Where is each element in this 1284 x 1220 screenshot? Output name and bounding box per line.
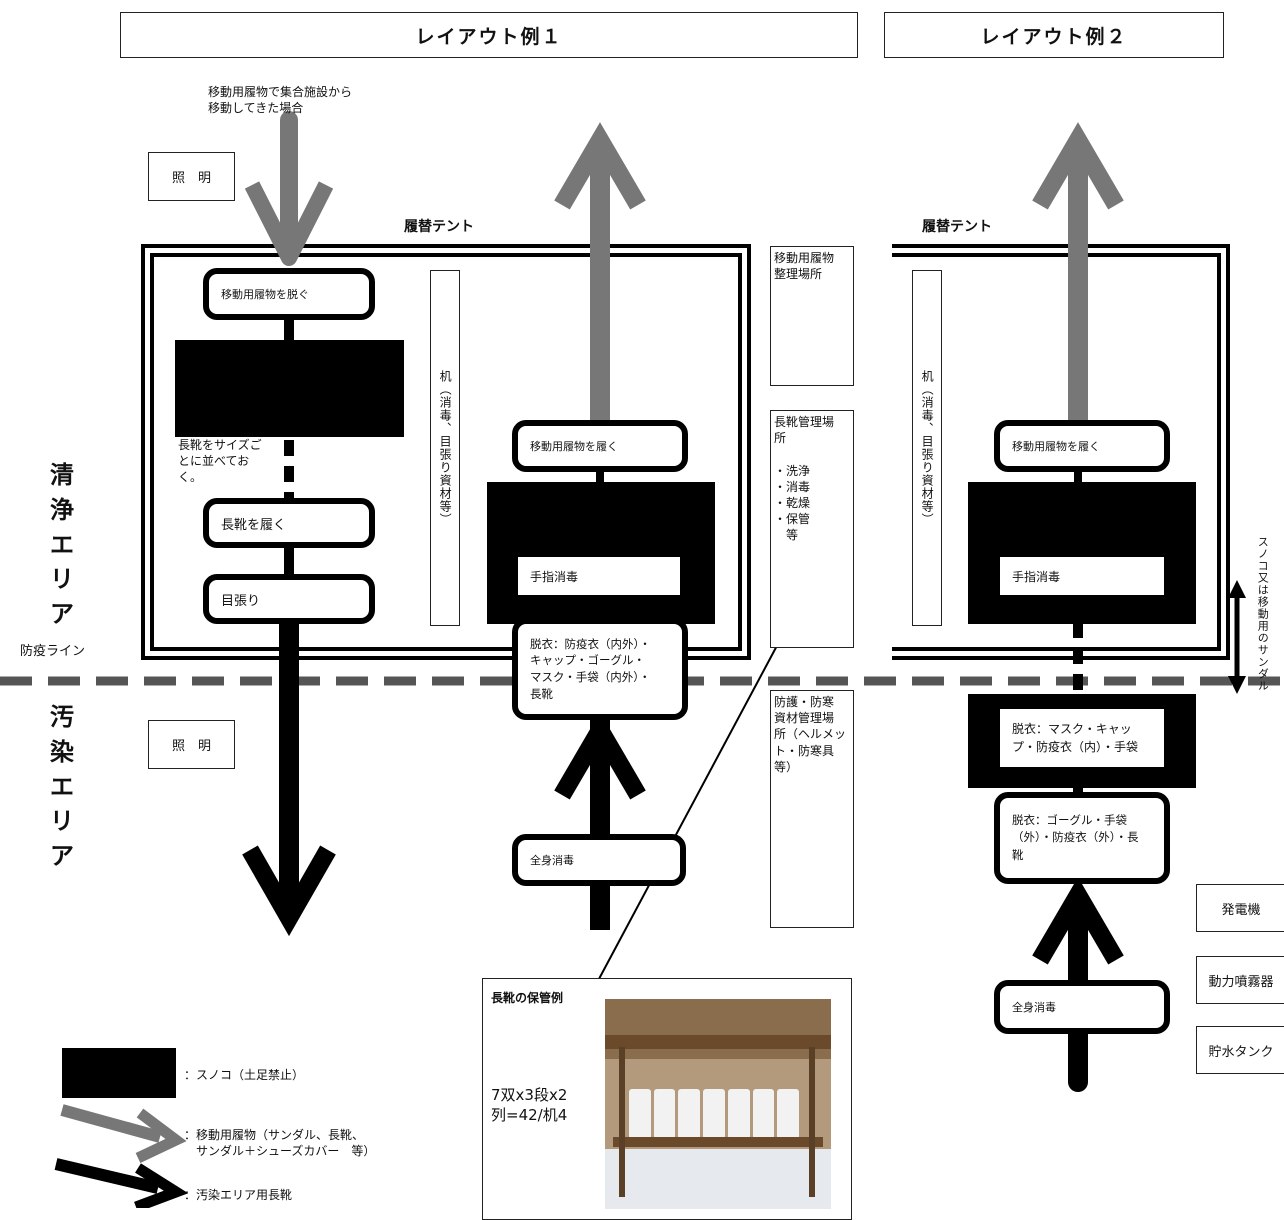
step-label: 脱衣：防疫衣（内外）・ キャップ・ゴーグル・ マスク・手袋（内外）・ 長靴 [530, 636, 651, 701]
lighting-clean: 照 明 [148, 152, 235, 201]
layout2-title: レイアウト例２ [884, 12, 1224, 58]
legend-moving-shoes-label: ：移動用履物（サンダル、長靴、 サンダル＋シューズカバー 等） [184, 1128, 376, 1159]
tent-label-2: 履替テント [922, 219, 992, 235]
step-seal: 目張り [203, 574, 375, 624]
storage-example-text: 7双x3段x2 列=42/机4 [491, 1086, 568, 1125]
step-label: 移動用履物を脱ぐ [221, 288, 309, 301]
step-put-on-boots: 長靴を履く [203, 498, 375, 548]
step-label: 脱衣：マスク・キャッ プ・防疫衣（内）・手袋 [1012, 722, 1139, 754]
step-undress-1: 脱衣：防疫衣（内外）・ キャップ・ゴーグル・ マスク・手袋（内外）・ 長靴 [512, 618, 688, 720]
step-label: 目張り [221, 593, 261, 609]
storage-example-title: 長靴の保管例 [491, 991, 564, 1005]
desk-1: 机（消毒、目張り資材等） [430, 270, 460, 626]
sunoko-note: スノコ又は移動用のサンダル [1256, 536, 1270, 692]
lighting-label: 照 明 [171, 739, 211, 754]
sunoko-3 [968, 482, 1196, 624]
equipment-label: 動力噴霧器 [1208, 974, 1274, 990]
step-undress-2a: 脱衣：マスク・キャッ プ・防疫衣（内）・手袋 [1000, 709, 1164, 767]
lighting-label: 照 明 [171, 171, 211, 186]
equipment-water-tank: 貯水タンク [1196, 1026, 1284, 1074]
equipment-generator: 発電機 [1196, 884, 1284, 932]
step-label: 全身消毒 [1012, 1001, 1056, 1014]
step-put-on-shoes-2: 移動用履物を履く [994, 420, 1170, 472]
sunoko-1 [175, 340, 404, 437]
legend-sunoko-swatch [62, 1048, 176, 1098]
storage-example: 長靴の保管例 7双x3段x2 列=42/机4 [482, 978, 852, 1220]
legend-sunoko-label: ：スノコ（土足禁止） [184, 1068, 305, 1082]
step-label: 手指消毒 [530, 569, 579, 584]
layout1-title: レイアウト例１ [120, 12, 858, 58]
step-put-on-shoes-1: 移動用履物を履く [512, 420, 688, 472]
boots-note: 長靴をサイズご とに並べてお く。 [178, 438, 262, 485]
step-hand-disinfect-1: 手指消毒 [518, 557, 680, 595]
tent-label-1: 履替テント [404, 219, 474, 235]
step-label: 脱衣：ゴーグル・手袋 （外）・防疫衣（外）・長 靴 [1012, 813, 1139, 862]
equipment-label: 貯水タンク [1208, 1044, 1274, 1060]
step-body-disinfect-1: 全身消毒 [512, 834, 686, 886]
sunoko-2 [487, 482, 715, 624]
legend-boots-label: ：汚染エリア用長靴 [184, 1188, 293, 1202]
boot-management-area: 長靴管理場 所 ・洗浄 ・消毒 ・乾燥 ・保管 等 [770, 410, 854, 648]
lighting-contaminated: 照 明 [148, 720, 235, 769]
boot-storage-photo [605, 999, 831, 1209]
clean-area-label: 清 浄 エ リ ア [50, 461, 74, 629]
step-label: 手指消毒 [1012, 569, 1061, 584]
step-label: 全身消毒 [530, 854, 574, 867]
shoe-storage-area: 移動用履物 整理場所 [770, 246, 854, 386]
protective-gear-area: 防護・防寒 資材管理場 所（ヘルメッ ト・防寒具 等） [770, 690, 854, 928]
contaminated-area-label: 汚 染 エ リ ア [50, 703, 74, 871]
step-hand-disinfect-2: 手指消毒 [1000, 557, 1164, 595]
step-label: 移動用履物を履く [1012, 440, 1100, 453]
step-label: 移動用履物を履く [530, 440, 618, 453]
equipment-sprayer: 動力噴霧器 [1196, 956, 1284, 1004]
entry-note: 移動用履物で集合施設から 移動してきた場合 [208, 85, 353, 116]
step-undress-2b: 脱衣：ゴーグル・手袋 （外）・防疫衣（外）・長 靴 [994, 792, 1170, 884]
desk-2: 机（消毒、目張り資材等） [912, 270, 942, 626]
equipment-label: 発電機 [1221, 902, 1261, 918]
quarantine-line-label: 防疫ライン [20, 644, 86, 659]
step-label: 長靴を履く [221, 517, 287, 533]
step-body-disinfect-2: 全身消毒 [994, 980, 1170, 1034]
step-remove-shoes: 移動用履物を脱ぐ [203, 268, 375, 320]
